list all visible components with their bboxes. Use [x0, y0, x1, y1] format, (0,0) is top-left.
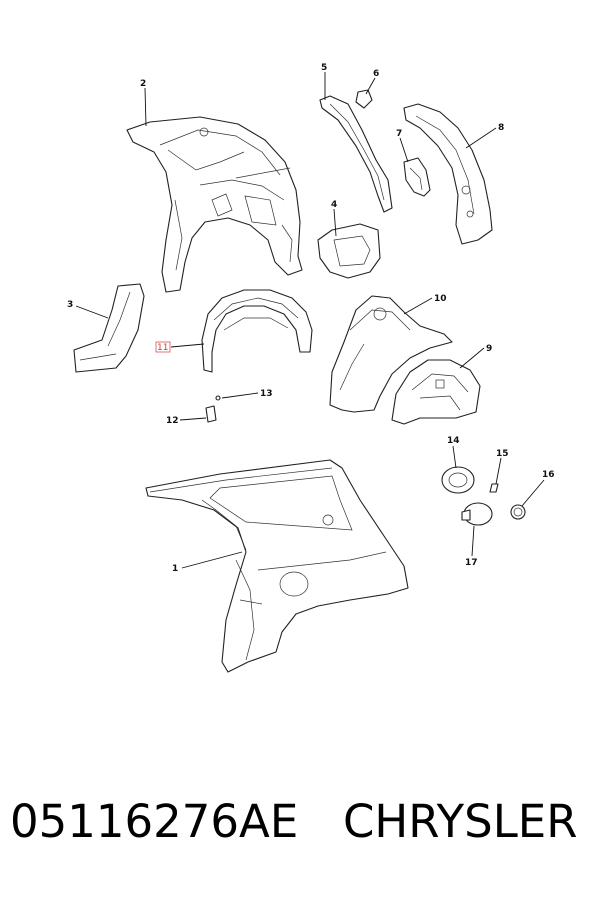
- callout-11: 11: [157, 343, 168, 353]
- callout-6: 6: [373, 69, 379, 79]
- callout-15: 15: [496, 449, 509, 459]
- part-8-d-pillar-extension: [403, 103, 493, 245]
- callout-1: 1: [172, 564, 178, 574]
- leader-lines: [75, 72, 545, 569]
- callout-9: 9: [486, 344, 492, 354]
- part-7-bracket: [403, 157, 431, 197]
- callout-17: 17: [465, 558, 478, 568]
- part-3-pillar-lower: [73, 283, 145, 373]
- part-10-wheelhouse-inner: [329, 295, 453, 413]
- part-number: 05116276AE: [10, 795, 299, 848]
- callout-12: 12: [166, 416, 179, 426]
- parts-diagram: 2 5 6 7 8 4 3 11 10 9 13 12 14 15 16 17 …: [67, 63, 555, 673]
- part-9-wheelhouse-rear: [391, 359, 481, 425]
- part-5-pillar-reinforcement: [319, 95, 393, 213]
- part-6-clip: [355, 89, 373, 109]
- callout-8: 8: [498, 123, 504, 133]
- callout-3: 3: [67, 300, 73, 310]
- callout-11-highlight-box: [155, 341, 171, 353]
- callout-16: 16: [542, 470, 555, 480]
- callout-13: 13: [260, 389, 273, 399]
- callout-5: 5: [321, 63, 327, 73]
- callout-labels: 2 5 6 7 8 4 3 11 10 9 13 12 14 15 16 17 …: [67, 63, 555, 574]
- brand-name: CHRYSLER: [343, 795, 578, 848]
- callout-14: 14: [447, 436, 460, 446]
- callout-7: 7: [396, 129, 402, 139]
- part-16-seal-ring: [510, 504, 526, 520]
- part-2-inner-quarter-panel: [126, 116, 303, 293]
- callout-2: 2: [140, 79, 146, 89]
- part-17-fuel-door: [461, 502, 493, 526]
- footer: 05116276AE CHRYSLER: [0, 795, 600, 865]
- callout-10: 10: [434, 294, 447, 304]
- part-15-clip: [489, 483, 499, 493]
- part-14-fuel-housing: [441, 466, 475, 494]
- part-1-quarter-panel-outer: [145, 459, 409, 673]
- callout-4: 4: [331, 200, 337, 210]
- part-11-wheelhouse-outer: [201, 289, 313, 373]
- part-12-bracket-small: [205, 405, 217, 423]
- part-4-lower-panel: [317, 223, 381, 279]
- part-13-fastener: [215, 395, 221, 401]
